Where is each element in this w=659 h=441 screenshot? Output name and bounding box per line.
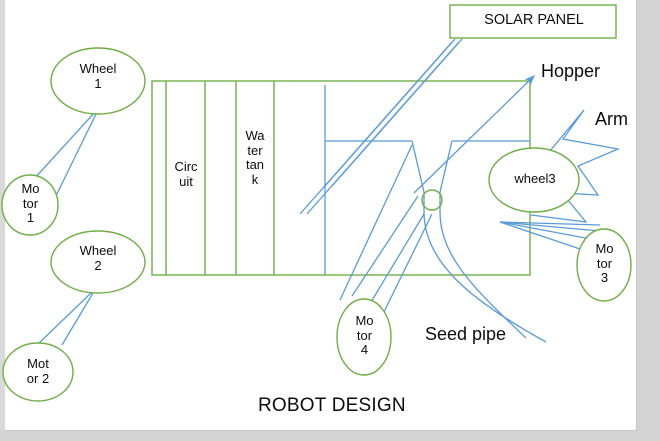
wheel1-ellipse[interactable] [50, 47, 146, 115]
solar-panel-label: SOLAR PANEL [484, 12, 584, 28]
motor2-ellipse[interactable] [2, 342, 74, 402]
solar-strut-d [306, 41, 460, 215]
robot-body-outline [151, 80, 531, 276]
wheel3-motor3-link-b [499, 221, 597, 241]
wheel3-label: wheel3 [514, 171, 556, 186]
circuit-compartment-label: Circ uit [174, 159, 198, 189]
wheel2-label: Wheel 2 [79, 243, 117, 273]
motor3-label: Mo tor 3 [595, 241, 614, 286]
motor4-ellipse[interactable] [336, 298, 392, 376]
diagram-title: ROBOT DESIGN [258, 395, 406, 416]
seed-pipe-label: Seed pipe [425, 324, 507, 344]
motor4-link-d [339, 144, 413, 301]
motor3-ellipse[interactable] [576, 228, 632, 302]
funnel-wall-left [411, 140, 425, 193]
funnel-wall-right [439, 140, 453, 193]
wheel2-ellipse[interactable] [50, 230, 146, 294]
bottom-margin-strip [0, 431, 659, 441]
wheel3-ellipse[interactable] [488, 147, 580, 213]
solar-panel-box[interactable] [449, 4, 617, 39]
wheel2-motor2-link-b [61, 292, 94, 346]
motor4-link-a [364, 213, 425, 313]
wheel1-motor1-link-b [51, 111, 98, 205]
seed-pipe-inner-curve [439, 211, 527, 339]
wheel1-label: Wheel 1 [79, 61, 117, 91]
motor4-label: Mo tor 4 [355, 313, 374, 358]
robot-arm-zigzag [529, 109, 621, 223]
motor2-label: Mot or 2 [26, 356, 50, 386]
wheel2-motor2-link-a [35, 291, 93, 347]
wheel3-motor3-link-d [499, 221, 601, 226]
arm-label: Arm [595, 109, 628, 129]
hopper-label: Hopper [541, 61, 601, 81]
wheel1-motor1-link-a [32, 110, 97, 181]
motor1-label: Mo tor 1 [21, 181, 40, 226]
seed-pipe-outer-curve [423, 211, 547, 343]
wheel3-motor3-link-a [499, 221, 584, 251]
water-tank-compartment-label: Wa ter tan k [245, 128, 265, 187]
hopper-leader-arrow [413, 75, 535, 194]
right-margin-strip [637, 0, 659, 441]
motor4-link-c [351, 195, 419, 297]
solar-strut-c [299, 41, 453, 215]
motor4-link-b [379, 213, 433, 321]
motor1-ellipse[interactable] [1, 174, 59, 236]
wheel3-motor3-link-c [499, 221, 612, 233]
seed-valve-circle [421, 189, 443, 211]
